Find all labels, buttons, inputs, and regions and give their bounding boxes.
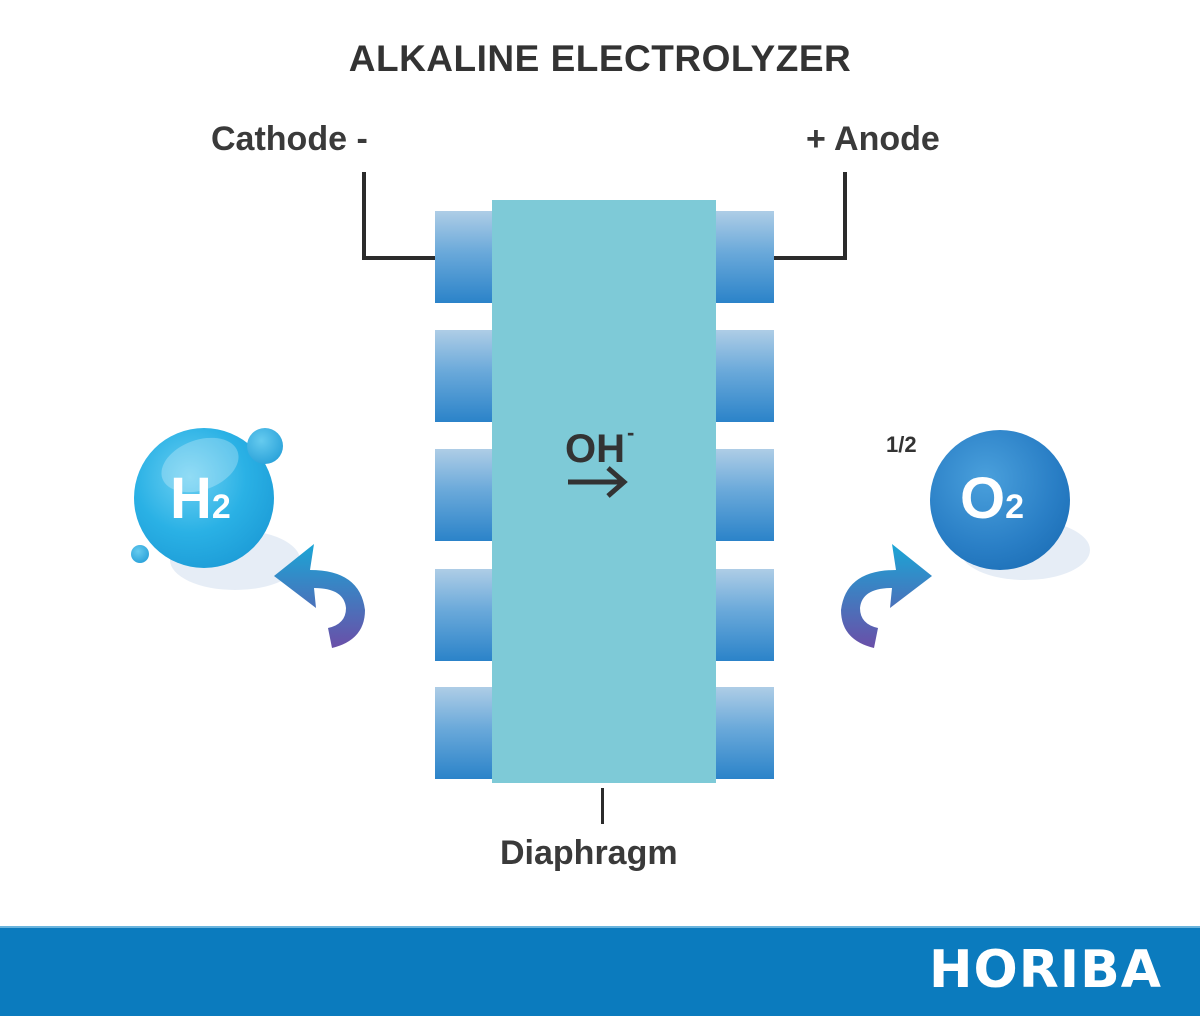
anode-label: + Anode [806,120,940,158]
diagram-title: ALKALINE ELECTROLYZER [348,38,852,79]
ion-formula: OH [565,427,625,471]
oxygen-bubble-icon [930,430,1070,570]
oxygen-symbol: O [960,466,1006,531]
brand-logo: HORIBA [929,940,1162,1000]
anode-wire-horizontal [773,256,847,260]
cathode-plate [435,211,493,303]
diaphragm-label: Diaphragm [500,834,678,872]
cathode-wire-vertical [362,172,366,260]
anode-plate [716,569,774,661]
hydrogen-symbol: H [170,466,212,531]
diaphragm-pointer [601,788,604,824]
anode-wire-vertical [843,172,847,260]
curved-arrow-left-icon [270,530,380,660]
anode-plate [716,330,774,422]
hydrogen-subscript: 2 [211,488,231,526]
small-bubble-icon [131,545,149,563]
hydroxide-ion-label: OH- [565,420,634,472]
right-arrow-icon [566,464,630,505]
anode-plate [716,687,774,779]
anode-plate [716,211,774,303]
oxygen-coefficient: 1/2 [886,432,917,457]
oxygen-formula: O2 [960,465,1024,532]
electrolyte-membrane [492,200,716,783]
cathode-label: Cathode - [211,120,368,158]
ion-charge: - [627,420,635,445]
footer-bar [0,926,1200,1016]
cathode-plate [435,687,493,779]
cathode-plate [435,569,493,661]
cathode-plate [435,330,493,422]
cathode-wire-horizontal [362,256,436,260]
hydrogen-formula: H2 [170,465,231,532]
anode-plate [716,449,774,541]
small-bubble-icon [247,428,283,464]
cathode-plate [435,449,493,541]
curved-arrow-right-icon [826,530,936,660]
oxygen-subscript: 2 [1005,488,1025,526]
